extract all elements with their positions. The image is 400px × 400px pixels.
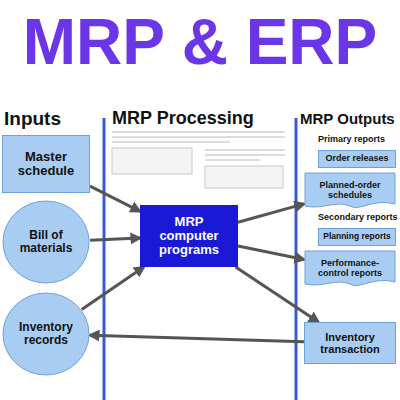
node-text: Inventory transaction	[305, 331, 395, 355]
node-text: Planned-order schedules	[304, 181, 396, 201]
thumbnail-table	[205, 166, 283, 188]
input-circle: Inventory records	[2, 292, 90, 376]
thumbnail-table	[112, 148, 192, 174]
node-text: Master schedule	[3, 150, 89, 179]
diagram-title: MRP & ERP	[0, 4, 400, 81]
flow-arrow	[90, 238, 140, 240]
input-box: Master schedule	[2, 135, 90, 193]
report-document: Planned-order schedules	[304, 172, 396, 210]
column-divider	[295, 118, 298, 400]
node-text: Planning reports	[320, 232, 394, 241]
node-text: Inventory records	[2, 321, 90, 347]
node-text: Performance-control reports	[304, 259, 396, 279]
node-text: MRP computer programs	[141, 215, 237, 258]
output-box: Planning reports	[318, 228, 396, 246]
input-circle: Bill of materials	[2, 200, 90, 284]
column-header: MRP Outputs	[300, 110, 395, 127]
column-header: MRP Processing	[112, 108, 254, 129]
column-header: Inputs	[4, 108, 61, 130]
report-document: Performance-control reports	[304, 250, 396, 288]
node-text: Order releases	[322, 154, 391, 164]
node-text: Bill of materials	[2, 229, 90, 255]
section-label: Secondary reports	[318, 212, 398, 222]
flow-arrow	[238, 204, 304, 222]
process-box: MRP computer programs	[140, 205, 238, 267]
output-box: Inventory transaction	[304, 322, 396, 364]
output-box: Order releases	[318, 150, 396, 168]
column-divider	[103, 118, 106, 400]
flow-arrow	[90, 335, 304, 341]
flow-arrow	[90, 186, 140, 211]
flow-arrow	[82, 267, 144, 310]
flow-arrow	[238, 246, 304, 260]
section-label: Primary reports	[318, 134, 385, 144]
